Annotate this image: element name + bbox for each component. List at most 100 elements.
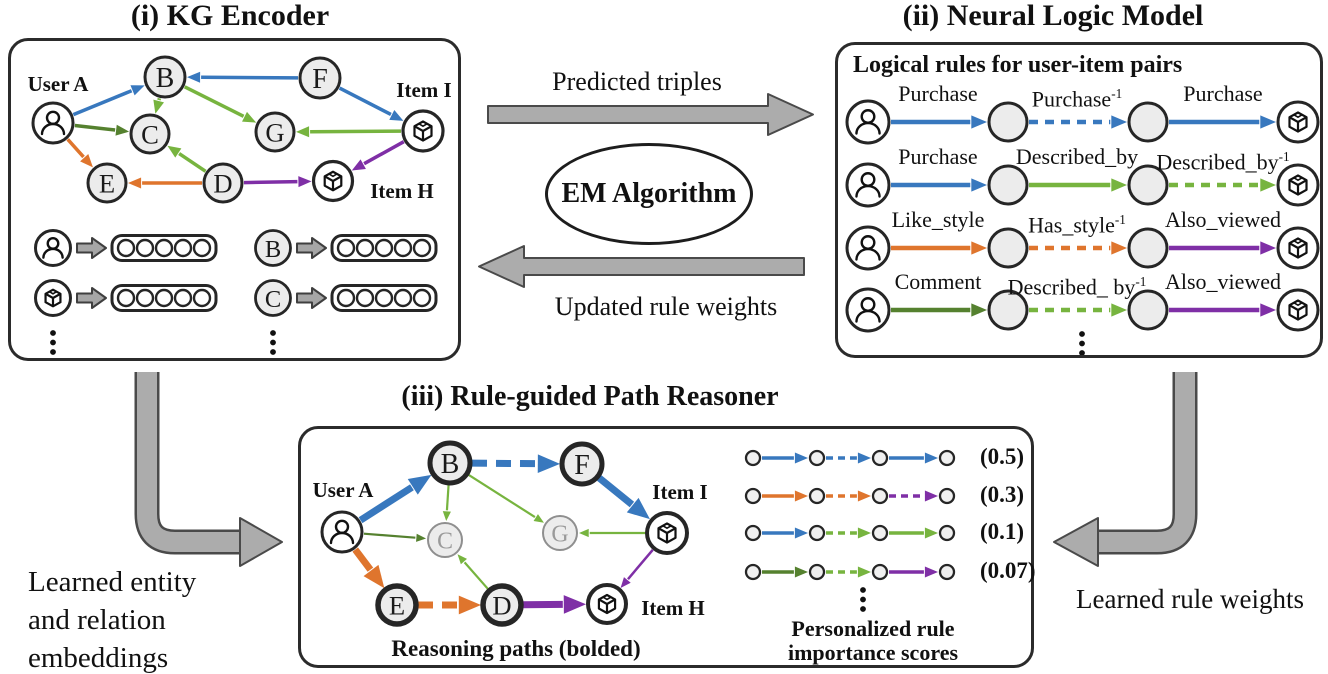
svg-text:E: E (389, 591, 405, 621)
arrowhead (626, 497, 650, 520)
panel-kg-encoder (8, 38, 461, 361)
arrowhead (458, 595, 481, 615)
right-block-arrow (487, 93, 814, 136)
node-plain (1127, 101, 1169, 143)
embedding-cell (336, 288, 356, 308)
learned-embeddings-line1: Learned entity (28, 566, 197, 598)
relation-label: Also_viewed (1164, 269, 1282, 294)
logic-rule-rows (845, 99, 1320, 356)
arrowhead (971, 241, 987, 255)
edge-D-C (178, 152, 207, 173)
embedding-map-arrow (76, 287, 107, 309)
kg-graph: B F C G E D (31, 55, 445, 204)
node-F: F (298, 56, 342, 100)
embedding-cell (154, 288, 174, 308)
arrowhead (1111, 303, 1127, 317)
embedding-cell (116, 238, 136, 258)
item-icon (586, 583, 628, 625)
score-node (808, 563, 826, 581)
embedding-cell (154, 238, 174, 258)
edge-I-H (627, 548, 654, 580)
embedding-cell (412, 288, 432, 308)
svg-text:D: D (213, 169, 232, 199)
learned-embeddings-label: Learned entity and relation embeddings (28, 563, 196, 674)
score-node (744, 524, 762, 542)
embedding-map-arrow (296, 287, 327, 309)
ellipsis-dot (1079, 350, 1085, 356)
svg-text:D: D (492, 591, 511, 621)
svg-text:C: C (141, 120, 159, 150)
arrowhead (1111, 241, 1127, 255)
updated-rule-weights-label: Updated rule weights (554, 292, 778, 321)
node-G: G (254, 111, 296, 153)
arrowhead (128, 177, 142, 189)
kg-graph-label-1: Item I (396, 78, 452, 102)
node-C: C (427, 522, 463, 558)
edge-A-E (352, 547, 374, 572)
user-icon (31, 101, 75, 145)
node-plain (987, 164, 1029, 206)
score-node (871, 487, 889, 505)
score-node (808, 449, 826, 467)
user-icon (320, 510, 364, 554)
edge-D-C (463, 561, 489, 590)
learned-rule-weights-label: Learned rule weights (1076, 584, 1304, 614)
score-node (871, 449, 889, 467)
node-plain (987, 101, 1029, 143)
arrowhead (971, 178, 987, 192)
edge-A-B (358, 484, 414, 524)
embedding-cell (135, 288, 155, 308)
arrowhead (857, 566, 871, 578)
score-node (938, 449, 956, 467)
relation-label: Also_viewed (1164, 207, 1282, 232)
predicted-triples-label: Predicted triples (552, 67, 722, 96)
arrowhead (115, 124, 130, 136)
user-icon (845, 225, 891, 271)
arrowhead (239, 517, 283, 567)
arrowhead (153, 99, 164, 114)
score-node (808, 487, 826, 505)
svg-text:G: G (265, 118, 284, 148)
ellipsis-dot (860, 587, 866, 593)
node-D: D (202, 162, 244, 204)
edge-D-H (243, 179, 298, 185)
arrowhead (533, 514, 544, 523)
user-icon (34, 229, 72, 267)
reasoner-graph-label-1: Item I (652, 480, 708, 504)
svg-text:B: B (441, 449, 460, 480)
node-B: B (143, 55, 187, 99)
updated-weights-arrow (478, 245, 805, 288)
embedding-cell (135, 238, 155, 258)
svg-text:E: E (99, 169, 115, 199)
relation-label: Purchase (898, 144, 978, 169)
node-C: C (254, 279, 292, 317)
embedding-cell (355, 238, 375, 258)
edge-F-I (596, 475, 635, 508)
arrowhead (1111, 178, 1127, 192)
score-node (871, 524, 889, 542)
embedding-cell (412, 238, 432, 258)
kg-graph-label-0: User A (27, 72, 89, 96)
panel2-title: (ii) Neural Logic Model (902, 0, 1204, 32)
item-icon (1276, 100, 1320, 144)
svg-text:C: C (437, 529, 453, 555)
arrowhead (389, 110, 404, 121)
user-icon (845, 287, 891, 333)
node-plain (1127, 227, 1169, 269)
embedding-cell (192, 238, 212, 258)
panel1-title: (i) KG Encoder (130, 0, 330, 32)
importance-caption-line2: importance scores (787, 640, 959, 665)
predicted-triples-arrow (487, 93, 814, 136)
arrowhead (924, 490, 938, 502)
arrowhead (620, 577, 631, 588)
embedding-cell (173, 288, 193, 308)
arrowhead (971, 115, 987, 129)
embedding-map-arrow (296, 237, 327, 259)
panel3-title: (iii) Rule-guided Path Reasoner (401, 381, 779, 412)
relation-label: Purchase (1183, 81, 1263, 106)
embedding-cell (374, 238, 394, 258)
score-node (744, 449, 762, 467)
ellipsis-dot (860, 606, 866, 612)
